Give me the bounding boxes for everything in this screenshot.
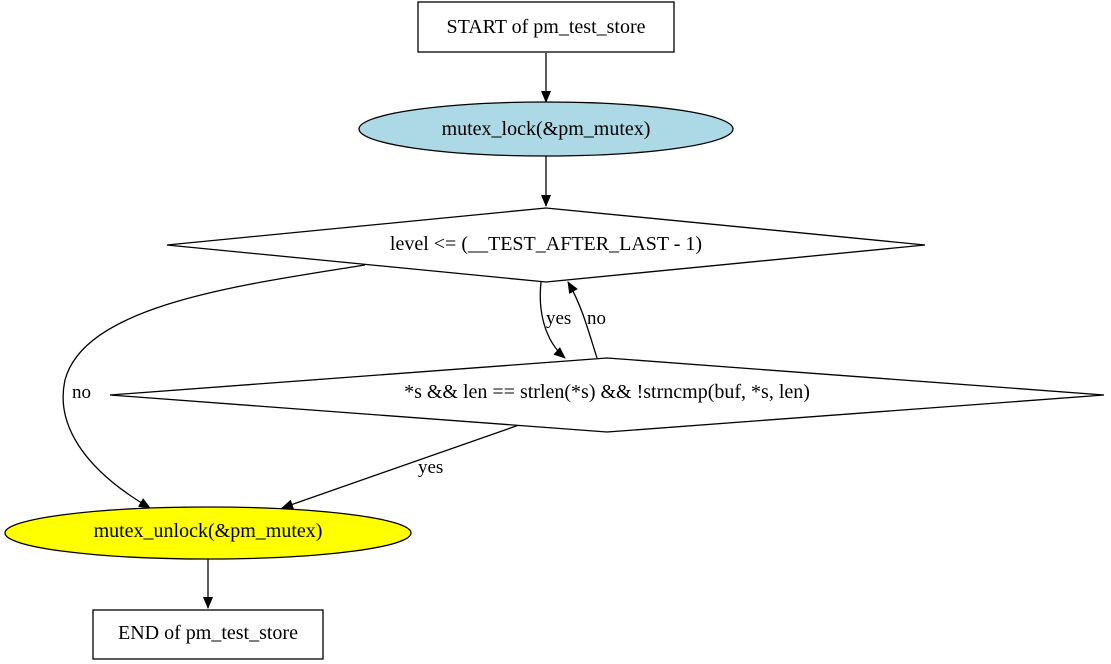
node-strncmp-check: *s && len == strlen(*s) && !strncmp(buf,… (109, 357, 1105, 433)
node-start: START of pm_test_store (417, 1, 675, 53)
edge-label-strncmp-no: no (587, 308, 606, 329)
node-mutex-lock: mutex_lock(&pm_mutex) (358, 101, 734, 157)
edge-level-no-to-unlock (62, 264, 366, 509)
edge-label-level-yes: yes (546, 308, 571, 329)
edge-label-level-no: no (72, 382, 91, 403)
node-mutex-lock-label: mutex_lock(&pm_mutex) (442, 118, 651, 140)
node-mutex-unlock: mutex_unlock(&pm_mutex) (4, 506, 412, 560)
edge-strncmp-yes-to-unlock (281, 424, 520, 510)
node-start-label: START of pm_test_store (446, 16, 645, 38)
edge-label-strncmp-yes: yes (418, 457, 443, 478)
node-level-check: level <= (__TEST_AFTER_LAST - 1) (166, 207, 926, 283)
node-end-label: END of pm_test_store (118, 622, 298, 644)
edge-strncmp-no-to-level (567, 281, 598, 359)
node-strncmp-check-label: *s && len == strlen(*s) && !strncmp(buf,… (404, 381, 810, 403)
node-level-check-label: level <= (__TEST_AFTER_LAST - 1) (390, 233, 702, 255)
node-end: END of pm_test_store (92, 609, 324, 660)
edge-level-yes-to-strncmp (539, 281, 566, 359)
node-mutex-unlock-label: mutex_unlock(&pm_mutex) (94, 520, 323, 542)
